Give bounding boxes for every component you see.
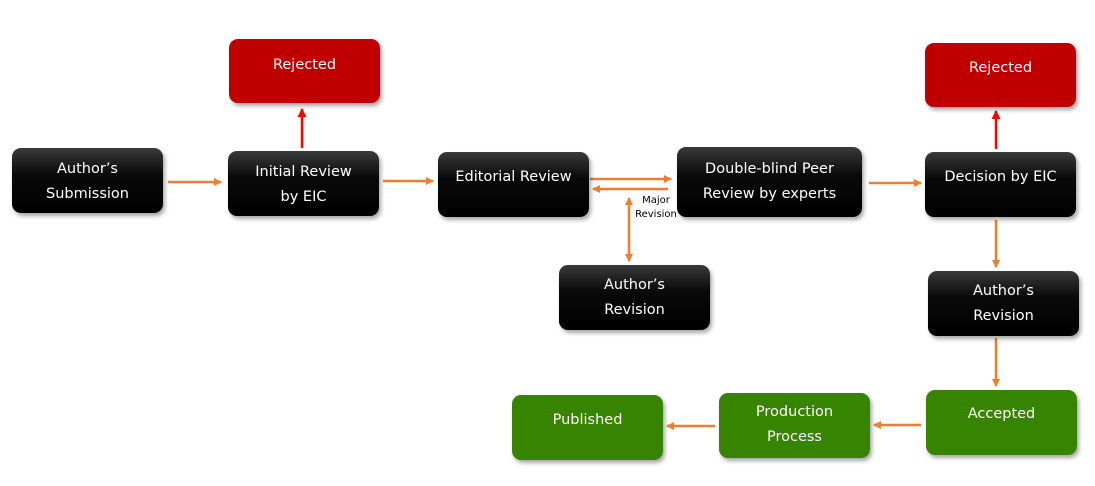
edge-label-line: Major	[642, 195, 670, 206]
node-peer-review: Double-blind Peer Review by experts	[677, 147, 862, 217]
node-label: Author’s	[57, 161, 118, 177]
node-label: Double-blind Peer	[705, 161, 834, 177]
node-authors-revision-2: Author’s Revision	[928, 271, 1079, 336]
node-label: Revision	[973, 308, 1034, 324]
node-label: Initial Review	[255, 164, 352, 180]
node-rejected-decision: Rejected	[925, 43, 1076, 107]
node-label: Rejected	[968, 60, 1033, 76]
node-label: Editorial Review	[455, 169, 572, 185]
edge-label-major-revision: Major Revision	[632, 194, 680, 222]
node-production-process: Production Process	[719, 393, 870, 458]
node-published: Published	[512, 395, 663, 460]
node-label: Revision	[604, 302, 665, 318]
node-initial-review: Initial Review by EIC	[228, 151, 379, 216]
edge-label-line: Revision	[635, 209, 677, 220]
node-decision-by-eic: Decision by EIC	[925, 152, 1076, 217]
node-authors-revision-1: Author’s Revision	[559, 265, 710, 330]
node-label: Production	[755, 404, 834, 420]
node-label: by EIC	[280, 189, 327, 205]
node-accepted: Accepted	[926, 390, 1077, 455]
node-label: Author’s	[604, 277, 665, 293]
node-label: Accepted	[967, 406, 1036, 422]
node-label: Review by experts	[702, 186, 837, 202]
node-label: Decision by EIC	[944, 169, 1057, 185]
node-label: Rejected	[272, 57, 337, 73]
node-label: Submission	[46, 186, 129, 202]
node-label: Process	[766, 429, 822, 445]
node-rejected-initial: Rejected	[229, 39, 380, 103]
node-editorial-review: Editorial Review	[438, 152, 589, 217]
node-label: Published	[552, 412, 623, 428]
node-label: Author’s	[973, 283, 1034, 299]
node-authors-submission: Author’s Submission	[12, 148, 163, 213]
